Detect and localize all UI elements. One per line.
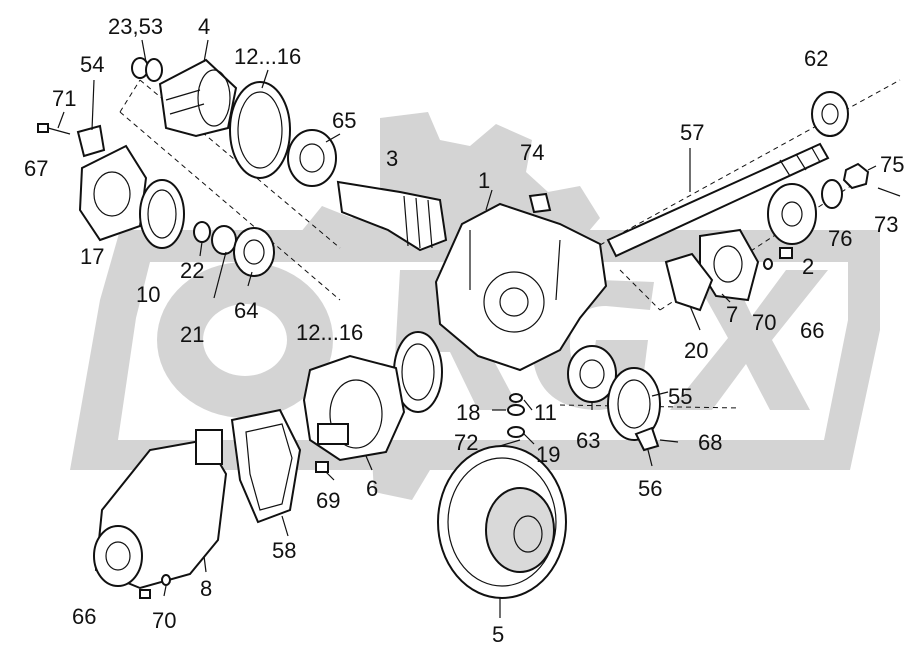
assembly-line [119,79,141,113]
part-ring-19 [507,426,525,438]
part-washer-21 [211,225,237,255]
label-65: 65 [332,108,356,133]
label-7: 7 [726,302,738,327]
part-bolt-66-bottom [139,589,151,599]
part-gasket-58 [230,408,302,524]
part-ring-55 [607,367,661,441]
part-bracket-54 [76,124,106,158]
label-23-53: 23,53 [108,14,163,39]
label-12-16-mid: 12...16 [296,320,363,345]
label-66-right: 66 [800,318,824,343]
leader-lines [57,39,877,618]
part-gearbox-8 [93,429,228,590]
part-flange-2 [767,183,817,245]
assembly-line [119,111,341,301]
part-bearing-65 [287,129,337,187]
part-washer-22 [193,221,211,243]
assembly-line [599,79,901,246]
label-12-16-top: 12...16 [234,44,301,69]
part-gasket-10 [139,179,185,249]
part-washer-70-bottom [161,574,171,586]
label-19: 19 [536,442,560,467]
part-bolt-66-right [779,247,793,259]
label-22: 22 [180,258,204,283]
assembly-line [619,269,661,311]
label-63: 63 [576,428,600,453]
label-4: 4 [198,14,210,39]
label-11: 11 [534,400,557,425]
part-gasket-12-16-top [229,81,291,179]
label-1: 1 [478,168,490,193]
label-3: 3 [386,146,398,171]
label-67: 67 [24,156,48,181]
label-5: 5 [492,622,504,647]
label-74: 74 [520,140,544,165]
part-nut-75 [842,162,870,190]
part-bolt-71-67 [37,123,71,135]
label-57: 57 [680,120,704,145]
part-labels: 23,53 4 12...16 54 71 67 65 3 74 1 57 62… [24,14,904,647]
label-76: 76 [828,226,852,251]
part-washer-70-right [763,258,773,270]
label-72: 72 [454,430,478,455]
part-ring-23-53 [131,57,163,82]
part-gasket-20 [664,252,714,312]
part-housing-1 [434,202,608,372]
label-6: 6 [366,476,378,501]
part-bolt-69 [315,461,329,473]
label-20: 20 [684,338,708,363]
label-8: 8 [200,576,212,601]
label-69: 69 [316,488,340,513]
label-2: 2 [802,254,814,279]
label-21: 21 [180,322,204,347]
part-pin-72 [499,439,521,447]
part-seal-64 [233,227,275,277]
label-66-bottom: 66 [72,604,96,629]
watermark-letter-x [670,270,828,410]
label-10: 10 [136,282,160,307]
label-73: 73 [874,212,898,237]
label-56: 56 [638,476,662,501]
label-55: 55 [668,384,692,409]
label-68: 68 [698,430,722,455]
part-ring-18 [507,404,525,416]
part-bracket-56 [634,426,660,452]
part-bearing-62 [811,91,849,137]
label-17: 17 [80,244,104,269]
label-18: 18 [456,400,480,425]
label-62: 62 [804,46,828,71]
part-shaft-57 [606,142,830,258]
part-bolt-68 [659,439,679,443]
label-71: 71 [52,86,76,111]
label-75: 75 [880,152,904,177]
label-64: 64 [234,298,258,323]
part-ring-11 [509,393,523,403]
part-washer-76 [821,179,843,209]
part-housing-4 [158,58,238,138]
watermark-letter-o-hole [203,304,287,376]
part-pinion-3 [336,180,448,252]
part-plug-74 [528,192,552,214]
label-58: 58 [272,538,296,563]
label-70-right: 70 [752,310,776,335]
label-54: 54 [80,52,104,77]
label-70-bottom: 70 [152,608,176,633]
part-carrier-6 [302,354,406,462]
part-cover-17 [78,144,148,242]
part-crown-wheel-5 [437,445,567,599]
part-bolt-73 [877,187,901,197]
